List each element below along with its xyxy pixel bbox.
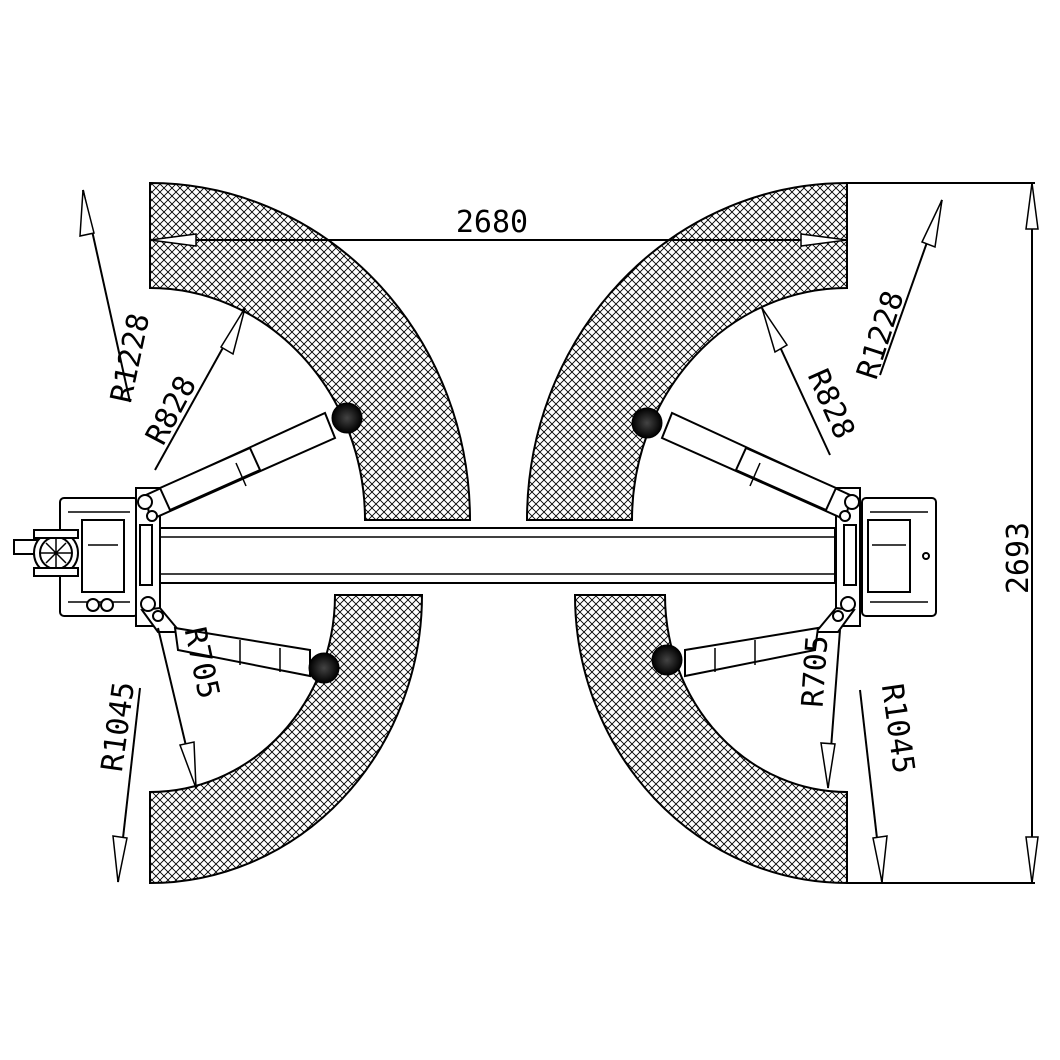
- radius-top-right-inner: R828: [761, 307, 861, 456]
- radius-top-left-outer: R1228: [79, 189, 157, 406]
- radius-label: R1228: [850, 287, 911, 384]
- radius-label: R828: [800, 364, 861, 444]
- lift-pad-bottom-right: [651, 644, 683, 676]
- dimension-width-label: 2680: [456, 205, 528, 240]
- motor-icon: [13, 529, 79, 577]
- sweep-zone-top-right: [525, 181, 848, 521]
- dimension-depth-label: 2693: [1001, 522, 1036, 594]
- radius-label: R1045: [874, 682, 921, 776]
- sweep-zone-bottom-left: [149, 594, 424, 885]
- radius-bottom-left-outer: R1045: [95, 680, 142, 883]
- lift-arm-top-right: [660, 411, 860, 522]
- lift-arm-top-left: [137, 411, 337, 522]
- main-beam: [159, 527, 836, 584]
- radius-bottom-left-inner: R705: [157, 624, 226, 789]
- lift-arm-bottom-left: [140, 596, 311, 678]
- sweep-zone-bottom-right: [573, 594, 848, 885]
- lift-pad-top-right: [631, 407, 663, 439]
- radius-top-left-inner: R828: [139, 307, 246, 471]
- radius-label: R1045: [95, 680, 142, 774]
- right-column: [835, 487, 937, 627]
- radius-bottom-right-outer: R1045: [859, 682, 921, 883]
- radius-top-right-outer: R1228: [850, 199, 943, 384]
- radius-label: R705: [796, 634, 836, 709]
- dimension-width: 2680: [149, 205, 848, 247]
- lift-pad-top-left: [331, 402, 363, 434]
- dimension-depth: 2693: [847, 182, 1039, 884]
- lift-pad-bottom-left: [308, 652, 340, 684]
- lift-arm-bottom-right: [684, 596, 856, 678]
- radius-bottom-right-inner: R705: [796, 629, 841, 789]
- sweep-zone-top-left: [149, 181, 472, 521]
- radius-label: R828: [139, 370, 204, 450]
